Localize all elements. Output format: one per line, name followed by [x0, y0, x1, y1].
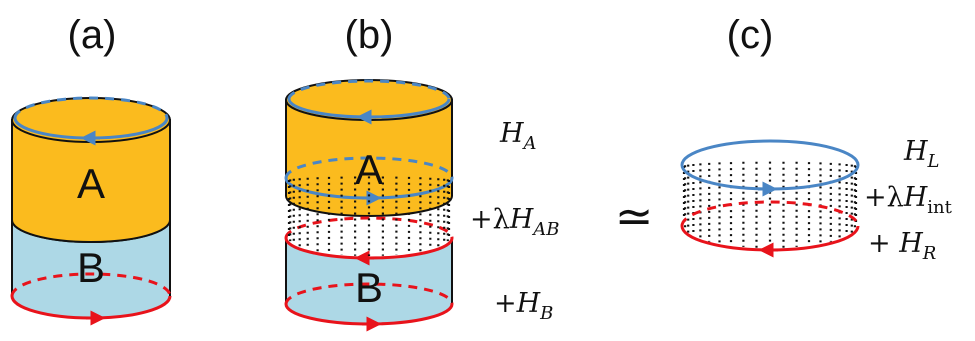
- interaction-label: +λHint: [864, 182, 953, 218]
- bottom-edge-back-dashed: [10, 272, 172, 297]
- hamiltonian-b-label: +HB: [494, 288, 553, 324]
- coupling-ab-label: +λHAB: [470, 204, 560, 240]
- coupling-lines: [287, 176, 451, 256]
- approx-equal-symbol: ≃: [615, 189, 654, 243]
- upper-piece-top-cap: [285, 79, 453, 121]
- panel-label-a: (a): [68, 13, 117, 57]
- top-cap: [11, 97, 171, 143]
- edge-cylinder-c: [680, 139, 860, 258]
- coupling-lines: [682, 161, 858, 248]
- lower-top-edge-back-dashed: [284, 216, 454, 239]
- lower-bottom-edge-back-dashed: [284, 282, 454, 305]
- hamiltonian-a-label: HA: [499, 118, 537, 154]
- top-edge-back-dashed: [13, 96, 169, 119]
- left-edge-blue: [680, 139, 860, 191]
- hamiltonian-right-label: + HR: [868, 228, 936, 264]
- region-b-label: B: [77, 244, 105, 291]
- cylinder-b: A B: [284, 79, 454, 332]
- panel-label-c: (c): [727, 13, 774, 57]
- upper-bottom-edge-back-dashed: [284, 156, 454, 179]
- region-a-body: [11, 119, 171, 243]
- region-a-label: A: [355, 146, 383, 193]
- hamiltonian-left-label: HL: [903, 136, 940, 172]
- upper-top-edge-back-dashed: [287, 79, 451, 100]
- cylinder-a: A B: [10, 96, 172, 326]
- panel-label-b: (b): [345, 13, 394, 57]
- region-a-label: A: [77, 160, 105, 207]
- region-b-label: B: [355, 264, 383, 311]
